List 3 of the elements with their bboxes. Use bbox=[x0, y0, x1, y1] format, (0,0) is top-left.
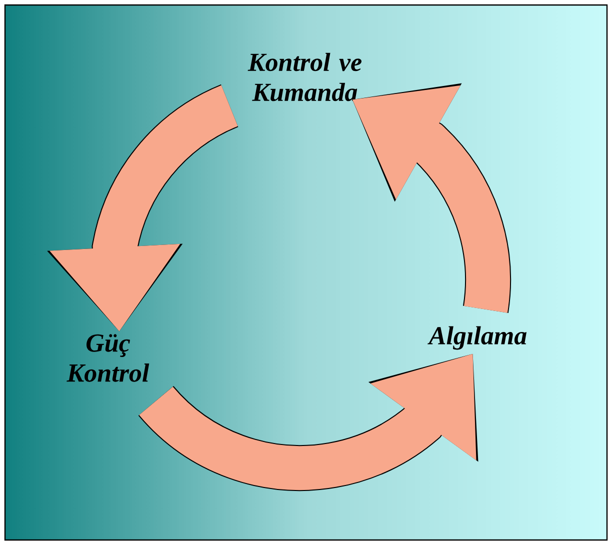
node-label: Kontrol ve Kumanda bbox=[248, 52, 362, 102]
node-label: Algılama bbox=[428, 326, 527, 350]
node-label: Güç Kontrol bbox=[66, 334, 150, 382]
